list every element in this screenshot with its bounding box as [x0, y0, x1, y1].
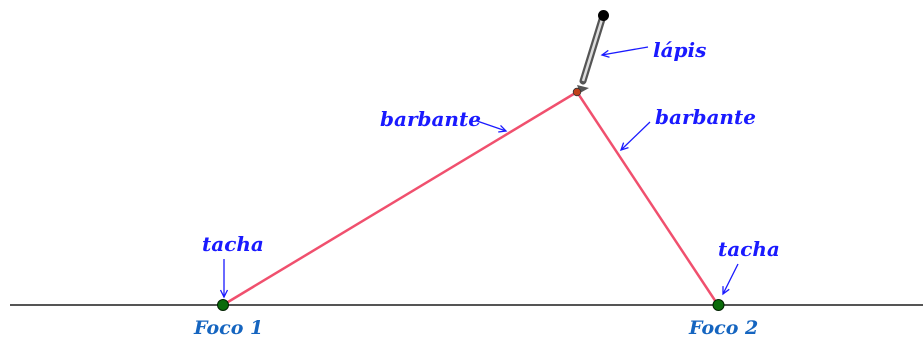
label-focus-1: Foco 1: [193, 317, 263, 339]
label-pencil: lápis: [653, 38, 706, 62]
focus-point-2: [712, 299, 725, 311]
label-focus-2: Foco 2: [688, 317, 758, 339]
arrow-pin-right: [722, 263, 739, 296]
pencil-tip-point: [572, 87, 582, 97]
label-pin-left: tacha: [202, 232, 264, 256]
pencil-icon: [577, 10, 609, 93]
focus-point-1: [217, 299, 229, 311]
label-string-right: barbante: [655, 105, 756, 129]
label-pin-right: tacha: [718, 237, 780, 261]
arrow-string-right: [619, 121, 651, 152]
label-string-left: barbante: [380, 107, 481, 131]
arrow-pencil: [600, 46, 649, 58]
string-left: [222, 90, 578, 307]
string-right: [575, 91, 720, 306]
arrow-string-left: [476, 120, 508, 133]
